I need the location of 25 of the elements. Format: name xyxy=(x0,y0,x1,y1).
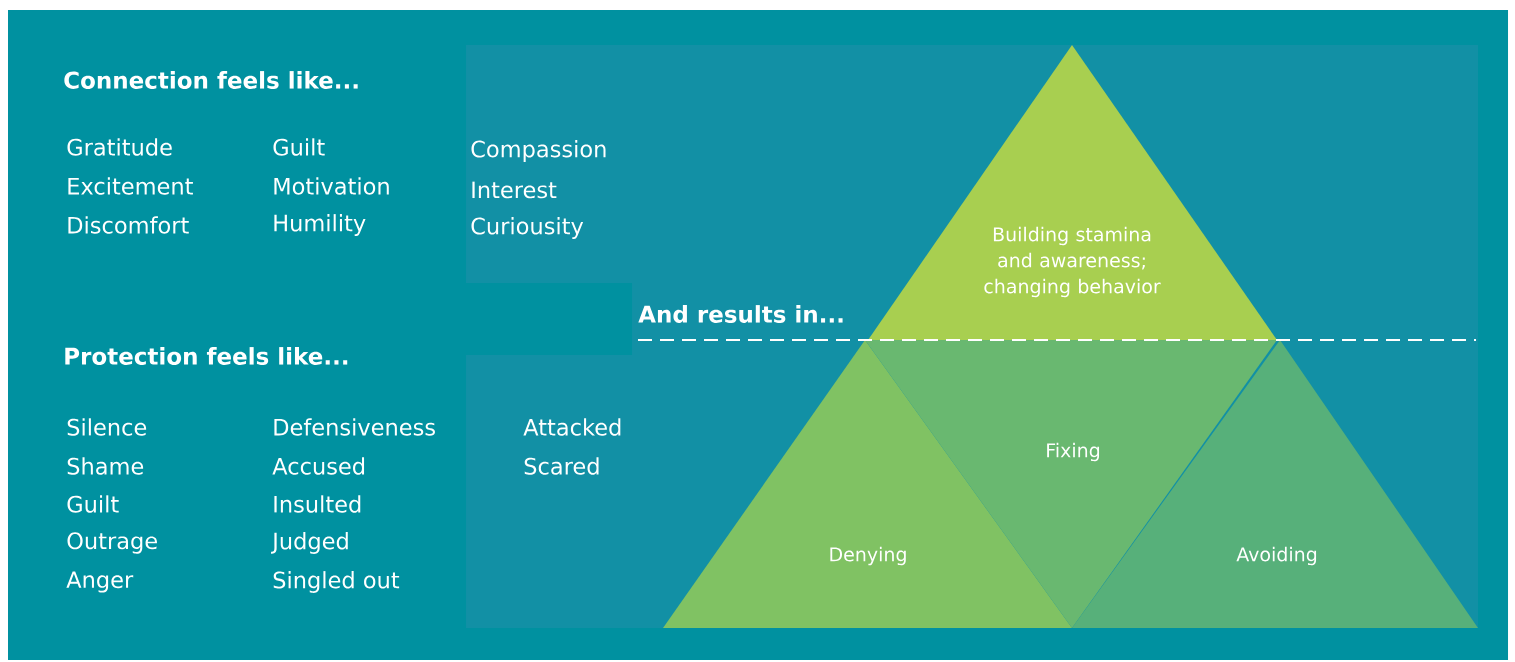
emotion-word: Curiousity xyxy=(471,217,584,239)
emotion-word: Gratitude xyxy=(67,138,172,156)
emotion-word: Guilt xyxy=(67,495,119,513)
emotion-word: Excitement xyxy=(68,177,193,195)
emotion-word: Judged xyxy=(271,532,348,554)
emotion-word: Silence xyxy=(67,418,147,436)
emotion-word: Accused xyxy=(272,457,365,475)
triangle-segment: Building stamina and awareness; changing behavior xyxy=(868,45,1277,340)
emotion-word: Scared xyxy=(524,457,599,475)
emotion-word: Interest xyxy=(472,181,557,199)
emotion-word: Compassion xyxy=(471,140,606,162)
emotion-word: Outrage xyxy=(67,532,157,554)
emotion-word: Shame xyxy=(67,457,144,475)
emotion-word: Attacked xyxy=(523,418,621,436)
emotion-word: Insulted xyxy=(274,495,361,513)
heading: Connection feels like... xyxy=(64,71,358,89)
emotion-word: Guilt xyxy=(273,138,325,156)
heading: Protection feels like... xyxy=(65,347,348,365)
heading: And results in... xyxy=(638,305,843,323)
emotion-word: Singled out xyxy=(273,571,400,593)
emotion-word: Discomfort xyxy=(68,216,189,234)
emotion-word: Humility xyxy=(274,214,366,236)
emotion-word: Motivation xyxy=(274,177,389,195)
emotion-word: Anger xyxy=(66,571,134,593)
emotion-word: Defensiveness xyxy=(274,418,435,436)
